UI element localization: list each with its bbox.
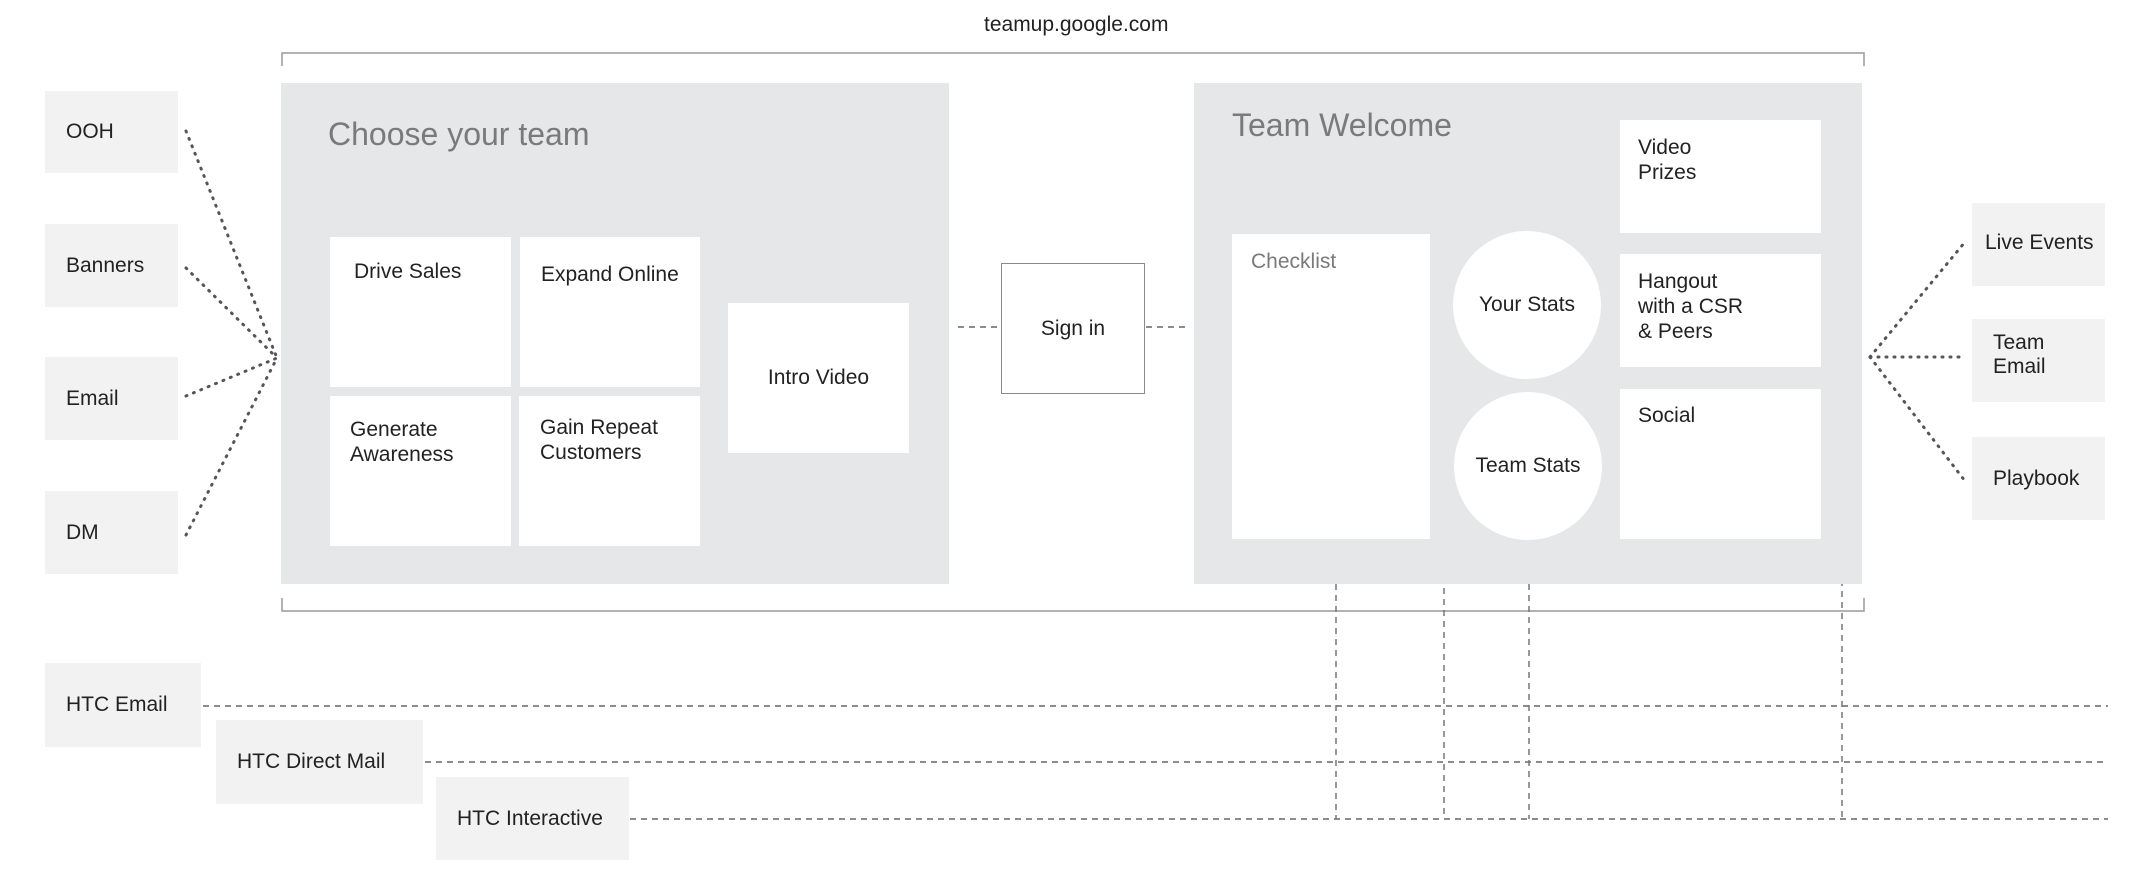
htc-direct-mail[interactable]: HTC Direct Mail bbox=[216, 720, 423, 804]
tile-gain-repeat-customers[interactable]: Gain Repeat Customers bbox=[519, 396, 700, 546]
output-connectors bbox=[1868, 240, 1967, 483]
htc-interactive[interactable]: HTC Interactive bbox=[436, 777, 629, 860]
output-playbook[interactable]: Playbook bbox=[1972, 437, 2105, 520]
tile-expand-online[interactable]: Expand Online bbox=[520, 237, 700, 387]
input-dm[interactable]: DM bbox=[45, 491, 178, 574]
sign-in-button[interactable]: Sign in bbox=[1001, 263, 1145, 394]
output-team-email[interactable]: Team Email bbox=[1972, 319, 2105, 402]
tile-generate-awareness[interactable]: Generate Awareness bbox=[330, 396, 511, 546]
input-connectors bbox=[184, 129, 279, 537]
choose-team-panel: Choose your team Drive Sales Expand Onli… bbox=[281, 83, 949, 584]
site-bracket-top bbox=[281, 52, 1865, 66]
input-email[interactable]: Email bbox=[45, 357, 178, 440]
site-bracket-bottom bbox=[281, 598, 1865, 612]
htc-email[interactable]: HTC Email bbox=[45, 663, 201, 747]
team-welcome-title: Team Welcome bbox=[1232, 107, 1452, 143]
tile-intro-video[interactable]: Intro Video bbox=[728, 303, 909, 453]
team-stats-circle[interactable]: Team Stats bbox=[1454, 392, 1602, 540]
checklist-card[interactable]: Checklist bbox=[1232, 234, 1430, 539]
team-welcome-panel: Team Welcome Checklist Your Stats Team S… bbox=[1194, 83, 1862, 584]
choose-team-title: Choose your team bbox=[328, 116, 590, 152]
video-prizes-card[interactable]: Video Prizes bbox=[1620, 120, 1821, 233]
intro-video-label: Intro Video bbox=[767, 366, 870, 390]
your-stats-circle[interactable]: Your Stats bbox=[1453, 231, 1601, 379]
tile-drive-sales[interactable]: Drive Sales bbox=[330, 237, 511, 387]
input-ooh[interactable]: OOH bbox=[45, 91, 178, 173]
site-domain: teamup.google.com bbox=[984, 13, 1169, 36]
social-card[interactable]: Social bbox=[1620, 389, 1821, 539]
input-banners[interactable]: Banners bbox=[45, 224, 178, 307]
hangout-card[interactable]: Hangout with a CSR & Peers bbox=[1620, 254, 1821, 367]
output-live-events[interactable]: Live Events bbox=[1972, 203, 2105, 286]
